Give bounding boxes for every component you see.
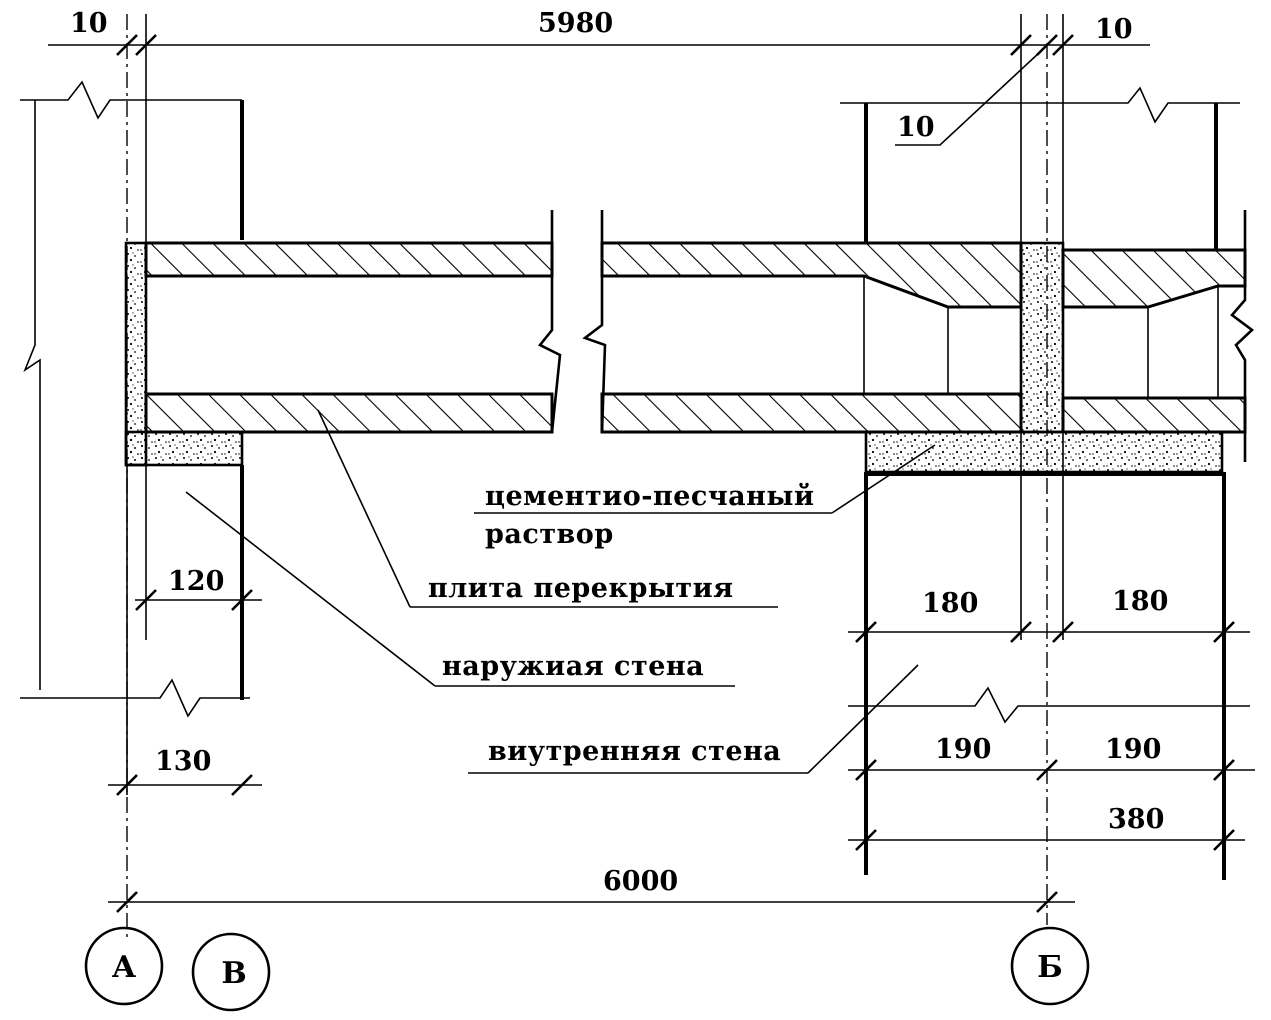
leader-mortar: [831, 444, 936, 514]
slab-break-right: [582, 210, 607, 433]
slab-top-flange-left: [144, 241, 554, 278]
axis-label-c: Б: [1037, 950, 1063, 985]
outer-wall-lower-break: [20, 678, 250, 718]
slab-break-left: [537, 210, 562, 433]
mortar-bed-inner: [864, 430, 1224, 474]
dim-inner-bearing-left: 180: [922, 588, 978, 619]
label-inner-wall: виутренняя стена: [488, 736, 781, 767]
inner-wall-break: [848, 686, 1250, 724]
tick: [231, 589, 253, 611]
tick: [1036, 891, 1058, 913]
tick: [1052, 34, 1074, 56]
axis-label-b: В: [221, 956, 246, 991]
tick: [1213, 759, 1235, 781]
dim-overall-top: 5980: [538, 8, 613, 39]
joint-leader: [895, 51, 1041, 146]
dim-top-left-gap: 10: [70, 8, 108, 39]
dim-inner-bearing-right: 180: [1112, 586, 1168, 617]
tick: [855, 759, 877, 781]
tick: [116, 774, 138, 796]
tick: [1010, 34, 1032, 56]
mortar-joint-fill: [1019, 241, 1065, 434]
leader-outer-wall: [185, 491, 436, 687]
tick: [231, 774, 253, 796]
tick: [135, 589, 157, 611]
tick: [1010, 621, 1032, 643]
axis-label-a: А: [112, 950, 137, 985]
dim-top-right-gap: 10: [1095, 14, 1133, 45]
slab-bottom-flange-mid: [600, 392, 1023, 434]
slab-bottom-flange-left: [144, 392, 554, 434]
mortar-bed-left: [124, 430, 244, 467]
label-mortar-line1: цементио-песчаный: [485, 481, 814, 512]
tick: [116, 34, 138, 56]
leader-inner-wall: [807, 664, 919, 774]
tick: [135, 34, 157, 56]
axis-bubble-c: [1010, 926, 1090, 1006]
label-mortar-line2: раствор: [485, 519, 614, 550]
axis-bubble-a: [84, 926, 164, 1006]
dim-right-joint: 10: [897, 112, 935, 143]
axis-bubble-b: [191, 932, 271, 1012]
tick: [1213, 829, 1235, 851]
dim-inner-half-left: 190: [935, 734, 991, 765]
tick: [1036, 759, 1058, 781]
tick: [855, 621, 877, 643]
outer-wall-height-line: [23, 100, 41, 690]
slab-top-flange-mid: [600, 241, 1023, 309]
slab-break-far-right: [1230, 210, 1255, 462]
label-slab: плита перекрытия: [428, 573, 734, 604]
tick: [855, 829, 877, 851]
dim-axis-span: 6000: [603, 866, 678, 897]
tick: [1036, 34, 1058, 56]
dim-inner-wall-thickness: 380: [1108, 804, 1164, 835]
tick: [1213, 621, 1235, 643]
tick: [116, 891, 138, 913]
label-outer-wall: наружиая стена: [442, 651, 704, 682]
slab-bottom-flange-right: [1061, 396, 1247, 434]
dim-outer-bearing: 120: [168, 566, 224, 597]
outer-wall-top-break: [20, 80, 242, 120]
tick: [1052, 621, 1074, 643]
inner-wall-top-break: [840, 86, 1240, 124]
leader-slab: [317, 409, 411, 608]
dim-outer-wall-offset: 130: [155, 746, 211, 777]
dim-inner-half-right: 190: [1105, 734, 1161, 765]
